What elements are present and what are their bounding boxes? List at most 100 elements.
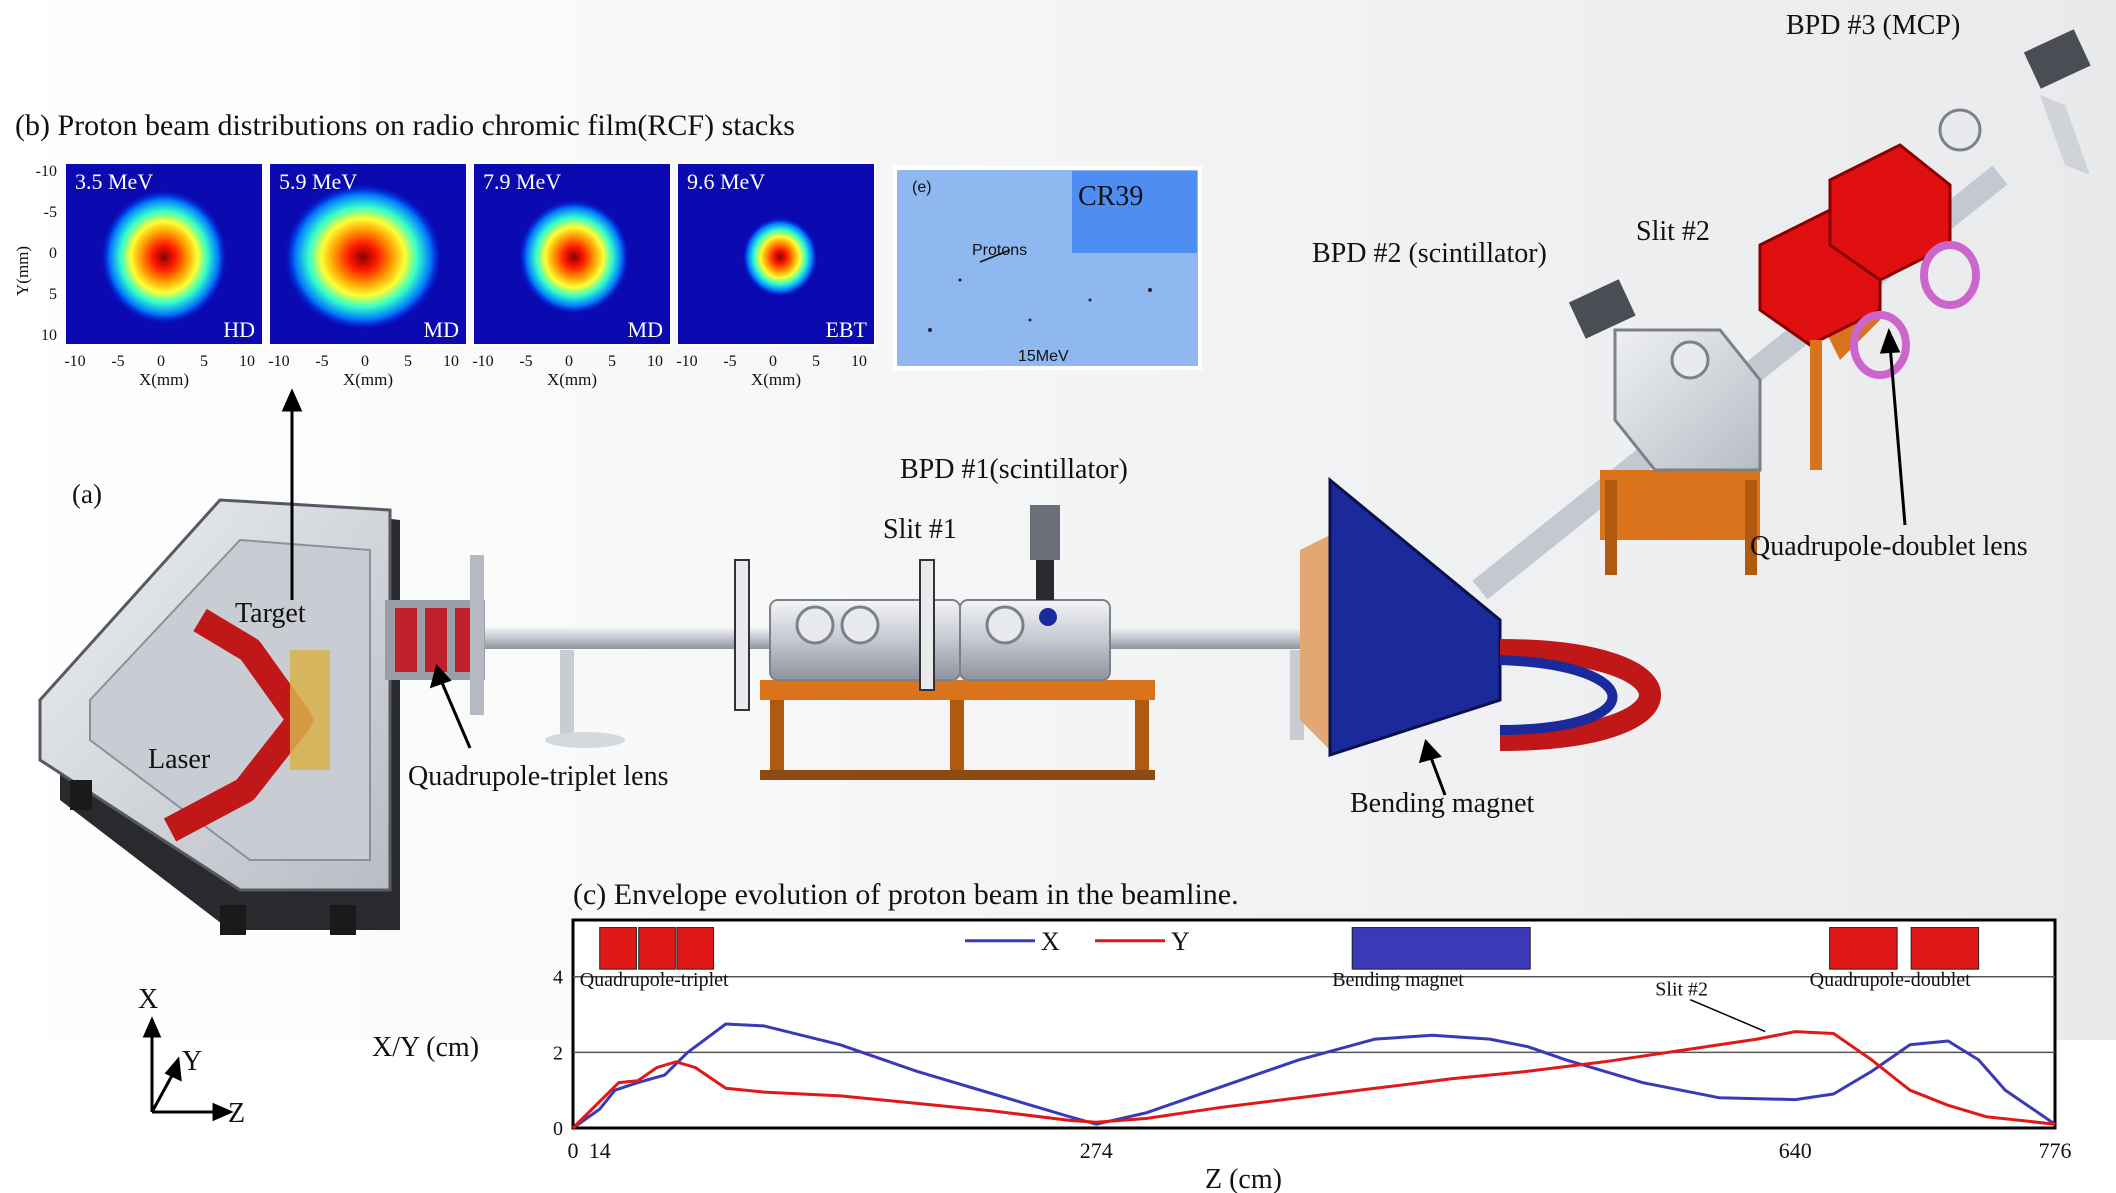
chart-beamline-elements: Quadrupole-triplet Bending magnet Quadrupo… bbox=[580, 927, 1980, 991]
rcf-x-tick: -10 bbox=[268, 353, 289, 370]
diagnostic-station-2 bbox=[1568, 279, 1762, 575]
rcf-energy-label: 7.9 MeV bbox=[483, 169, 561, 194]
rcf-x-tick: 10 bbox=[443, 353, 459, 370]
chart-annotations: Slit #2 bbox=[1655, 979, 1766, 1033]
chart-element-block bbox=[1351, 927, 1531, 970]
axis-z-label: Z bbox=[228, 1098, 245, 1129]
chart-frame bbox=[571, 918, 2057, 1130]
target-chamber bbox=[38, 498, 400, 935]
chart-title: (c) Envelope evolution of proton beam in… bbox=[573, 878, 1239, 911]
rcf-energy-label: 9.6 MeV bbox=[687, 169, 765, 194]
rcf-x-tick: -5 bbox=[111, 353, 124, 370]
beam-pipe-support-1 bbox=[560, 650, 574, 740]
rcf-x-tick: 0 bbox=[565, 353, 573, 370]
rcf-panels: 3.5 MeV HD -10 -5 0 5 10X(mm) 5.9 MeV MD -10 -5 0 5 1… bbox=[64, 162, 876, 389]
chart-element-label: Quadrupole-doublet bbox=[1810, 969, 1972, 991]
rcf-y-tick: 10 bbox=[41, 327, 57, 344]
chart-x-tick: 14 bbox=[589, 1138, 611, 1163]
rcf-y-tick: -5 bbox=[44, 204, 57, 221]
rcf-x-tick: 10 bbox=[239, 353, 255, 370]
bpd1-label: BPD #1(scintillator) bbox=[900, 454, 1128, 485]
cr39-energy-label: 15MeV bbox=[1018, 348, 1069, 365]
bpd3-label: BPD #3 (MCP) bbox=[1786, 10, 1960, 41]
axis-x-label: X bbox=[138, 984, 158, 1015]
rcf-y-tick: 5 bbox=[49, 286, 57, 303]
chart-series-line bbox=[571, 1030, 2056, 1130]
laser-label: Laser bbox=[148, 744, 211, 775]
bending-magnet-label: Bending magnet bbox=[1350, 788, 1535, 819]
chart-element-block bbox=[676, 927, 715, 970]
rcf-film-tag: MD bbox=[628, 317, 663, 342]
rcf-x-tick: 10 bbox=[647, 353, 663, 370]
rcf-x-tick: 5 bbox=[404, 353, 412, 370]
bpd2-label: BPD #2 (scintillator) bbox=[1312, 238, 1547, 269]
chart-x-tick: 0 bbox=[568, 1138, 579, 1163]
chart-element-block bbox=[1910, 927, 1980, 970]
laser-beam-pipe bbox=[163, 608, 330, 842]
chart-element-block bbox=[599, 927, 637, 970]
rcf-energy-label: 5.9 MeV bbox=[279, 169, 357, 194]
quadrupole-triplet bbox=[385, 555, 485, 715]
pointer-arrows bbox=[281, 328, 1907, 796]
rcf-x-tick: 5 bbox=[200, 353, 208, 370]
rcf-x-axis-label: X(mm) bbox=[751, 370, 801, 389]
slit2-label: Slit #2 bbox=[1636, 216, 1710, 247]
rcf-x-tick: 0 bbox=[157, 353, 165, 370]
cr39-inset bbox=[893, 166, 1202, 370]
chart-y-tick: 2 bbox=[553, 1042, 563, 1064]
rcf-x-axis-label: X(mm) bbox=[547, 370, 597, 389]
chart-element-label: Bending magnet bbox=[1332, 969, 1464, 991]
beam-pipe-support-foot-1 bbox=[545, 732, 625, 748]
rcf-film-tag: MD bbox=[424, 317, 459, 342]
rcf-x-axis-label: X(mm) bbox=[343, 370, 393, 389]
chart-y-ticks: 0 2 4 bbox=[553, 967, 563, 1140]
rcf-x-tick: 0 bbox=[361, 353, 369, 370]
panel-a-label: (a) bbox=[72, 479, 102, 509]
chart-grid bbox=[573, 975, 2055, 1054]
rcf-x-tick: 5 bbox=[608, 353, 616, 370]
mcp-detector bbox=[1938, 29, 2091, 175]
rcf-x-axis-label: X(mm) bbox=[139, 370, 189, 389]
rcf-y-axis-label: Y(mm) bbox=[13, 246, 32, 296]
cr39-panel-tag: (e) bbox=[912, 179, 932, 196]
chart-y-tick: 4 bbox=[553, 967, 563, 989]
chart-x-tick: 776 bbox=[2039, 1138, 2072, 1163]
chart-annotation-arrow bbox=[1689, 998, 1766, 1033]
beamline-cad-model bbox=[38, 29, 2091, 935]
rcf-film-tag: HD bbox=[223, 317, 255, 342]
rcf-panel-bg bbox=[676, 162, 876, 346]
rcf-x-tick: 0 bbox=[769, 353, 777, 370]
chart-legend-label: X bbox=[1041, 927, 1060, 956]
chart-x-tick: 640 bbox=[1779, 1138, 1812, 1163]
quadrupole-doublet-cad bbox=[1758, 143, 1980, 470]
rcf-x-tick: -10 bbox=[472, 353, 493, 370]
bending-magnet-cad bbox=[1300, 476, 1661, 758]
rcf-y-tick: -10 bbox=[36, 163, 57, 180]
quad-doublet-lens-label: Quadrupole-doublet lens bbox=[1750, 531, 2028, 562]
chart-element-block bbox=[1829, 927, 1898, 970]
rcf-x-tick: -5 bbox=[723, 353, 736, 370]
rcf-x-tick: 10 bbox=[851, 353, 867, 370]
rcf-energy-label: 3.5 MeV bbox=[75, 169, 153, 194]
chart-x-tick: 274 bbox=[1080, 1138, 1113, 1163]
cr39-protons-label: Protons bbox=[972, 242, 1027, 259]
rcf-x-tick: 5 bbox=[812, 353, 820, 370]
slit1-label: Slit #1 bbox=[883, 514, 957, 545]
quad-triplet-lens-label: Quadrupole-triplet lens bbox=[408, 761, 668, 792]
rcf-x-tick: -10 bbox=[64, 353, 85, 370]
chart-xlabel: Z (cm) bbox=[1205, 1164, 1282, 1193]
chart-annotation-label: Slit #2 bbox=[1655, 979, 1708, 1001]
chart-ylabel: X/Y (cm) bbox=[372, 1032, 479, 1063]
rcf-dose-blob bbox=[100, 189, 228, 325]
chart-element-label: Quadrupole-triplet bbox=[580, 969, 729, 991]
rcf-x-tick: -10 bbox=[676, 353, 697, 370]
axis-y-label: Y bbox=[182, 1046, 202, 1077]
rcf-dose-blob bbox=[742, 217, 818, 297]
chart-series-line bbox=[572, 1022, 2056, 1130]
chart-y-tick: 0 bbox=[553, 1118, 563, 1140]
rcf-dose-blob bbox=[283, 183, 443, 331]
rcf-dose-blob bbox=[518, 199, 630, 315]
